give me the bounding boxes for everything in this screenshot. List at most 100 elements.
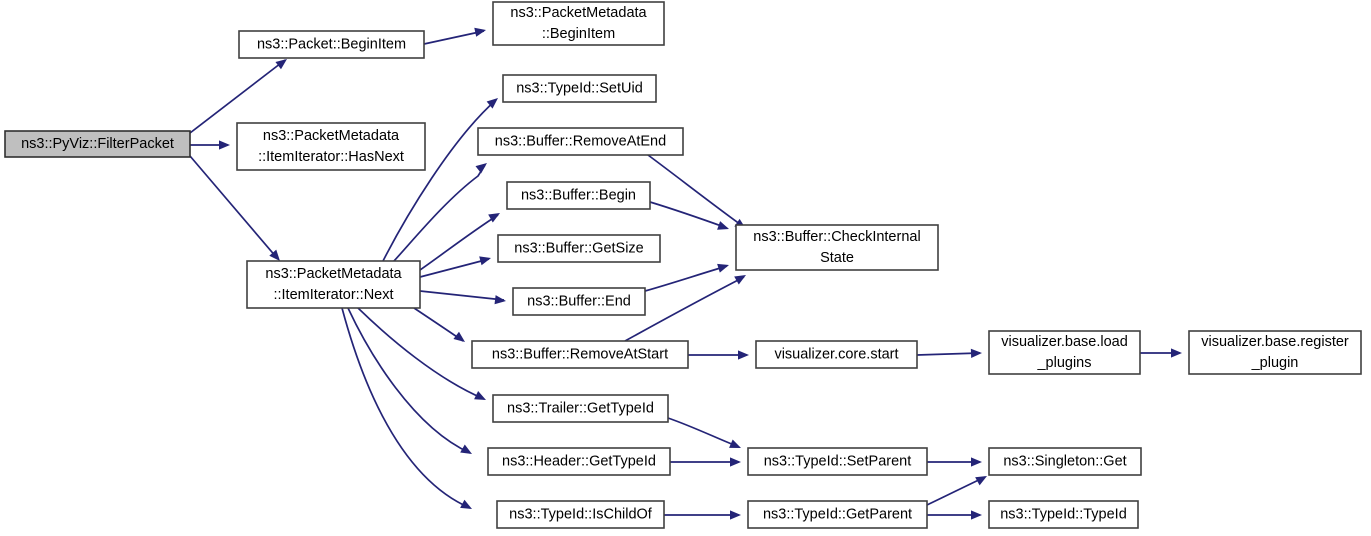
node-label: ::ItemIterator::HasNext	[258, 149, 404, 165]
arrowhead-icon	[717, 263, 729, 273]
graph-node-singleton_get[interactable]: ns3::Singleton::Get	[988, 447, 1142, 476]
call-edge	[341, 307, 471, 509]
arrowhead-icon	[730, 510, 741, 520]
call-edge	[347, 307, 471, 454]
node-box[interactable]	[502, 74, 657, 103]
arrowhead-icon	[486, 98, 498, 109]
call-edge	[624, 276, 745, 342]
node-label: ns3::TypeId::SetParent	[764, 453, 912, 469]
graph-node-viz_core_start[interactable]: visualizer.core.start	[755, 340, 918, 369]
call-edge	[419, 214, 499, 271]
graph-node-filter_packet[interactable]: ns3::PyViz::FilterPacket	[4, 130, 191, 158]
graph-node-typeid_setuid[interactable]: ns3::TypeId::SetUid	[502, 74, 657, 103]
node-box[interactable]	[735, 224, 939, 271]
node-label: ns3::Header::GetTypeId	[502, 453, 656, 469]
node-label: ns3::PacketMetadata	[265, 266, 402, 282]
node-box[interactable]	[988, 500, 1139, 529]
arrowhead-icon	[717, 221, 729, 230]
graph-node-packet_beginitem[interactable]: ns3::Packet::BeginItem	[238, 30, 425, 59]
call-edge	[393, 164, 486, 262]
arrowhead-icon	[474, 391, 486, 400]
call-edge	[647, 154, 745, 228]
node-box[interactable]	[497, 234, 661, 263]
call-edge	[667, 417, 740, 448]
arrowhead-icon	[275, 59, 287, 70]
arrowhead-icon	[729, 439, 741, 448]
node-label: visualizer.base.load	[1001, 334, 1128, 350]
node-box[interactable]	[246, 260, 421, 309]
node-box[interactable]	[236, 122, 426, 171]
node-box[interactable]	[238, 30, 425, 59]
arrowhead-icon	[453, 331, 465, 342]
arrowhead-icon	[730, 457, 741, 467]
node-label: State	[820, 250, 854, 266]
call-edge	[926, 476, 986, 506]
node-box[interactable]	[512, 287, 646, 316]
node-label: ns3::Packet::BeginItem	[257, 36, 406, 52]
node-box[interactable]	[747, 447, 928, 476]
node-box[interactable]	[988, 447, 1142, 476]
arrowhead-icon	[734, 275, 746, 285]
node-label: ns3::PacketMetadata	[263, 128, 400, 144]
arrowhead-icon	[494, 295, 506, 305]
node-label: _plugins	[1036, 355, 1091, 371]
arrowhead-icon	[479, 256, 491, 266]
node-label: ns3::Singleton::Get	[1003, 453, 1126, 469]
graph-node-header_gettypeid[interactable]: ns3::Header::GetTypeId	[487, 447, 671, 476]
arrowhead-icon	[975, 476, 987, 486]
graph-node-buffer_getsize[interactable]: ns3::Buffer::GetSize	[497, 234, 661, 263]
node-label: ns3::Buffer::RemoveAtStart	[492, 346, 668, 362]
node-label: ns3::TypeId::SetUid	[516, 80, 643, 96]
arrowhead-icon	[219, 140, 230, 150]
node-label: ns3::Buffer::RemoveAtEnd	[495, 133, 666, 149]
node-label: ns3::TypeId::IsChildOf	[509, 506, 653, 522]
node-box[interactable]	[747, 500, 928, 529]
call-edge	[916, 352, 981, 356]
call-edge	[189, 155, 278, 259]
graph-node-typeid_typeid[interactable]: ns3::TypeId::TypeId	[988, 500, 1139, 529]
graph-node-viz_register_plugin[interactable]: visualizer.base.register_plugin	[1188, 330, 1362, 375]
node-label: ns3::Trailer::GetTypeId	[507, 400, 654, 416]
arrowhead-icon	[970, 348, 982, 358]
graph-node-typeid_setparent[interactable]: ns3::TypeId::SetParent	[747, 447, 928, 476]
graph-node-typeid_ischildof[interactable]: ns3::TypeId::IsChildOf	[496, 500, 665, 529]
graph-node-pm_hasnext[interactable]: ns3::PacketMetadata::ItemIterator::HasNe…	[236, 122, 426, 171]
node-label: ns3::PacketMetadata	[510, 5, 647, 21]
arrowhead-icon	[269, 249, 280, 261]
node-box[interactable]	[496, 500, 665, 529]
node-label: ::BeginItem	[542, 26, 615, 42]
node-label: ::ItemIterator::Next	[273, 287, 393, 303]
graph-node-buffer_end[interactable]: ns3::Buffer::End	[512, 287, 646, 316]
node-box[interactable]	[471, 340, 689, 369]
node-box[interactable]	[755, 340, 918, 369]
arrowhead-icon	[475, 163, 487, 174]
graph-node-pm_next[interactable]: ns3::PacketMetadata::ItemIterator::Next	[246, 260, 421, 309]
node-label: _plugin	[1251, 355, 1299, 371]
node-label: ns3::PyViz::FilterPacket	[21, 136, 174, 152]
node-box[interactable]	[487, 447, 671, 476]
node-box[interactable]	[506, 181, 651, 210]
node-box[interactable]	[492, 1, 665, 46]
graph-node-buffer_begin[interactable]: ns3::Buffer::Begin	[506, 181, 651, 210]
call-edge	[382, 99, 497, 262]
graph-node-viz_load_plugins[interactable]: visualizer.base.load _plugins	[988, 330, 1141, 375]
call-edge	[423, 30, 485, 45]
node-label: ns3::TypeId::TypeId	[1000, 506, 1127, 522]
arrowheads-layer	[219, 27, 1182, 520]
node-box[interactable]	[4, 130, 191, 158]
arrowhead-icon	[971, 457, 982, 467]
graph-node-pm_beginitem[interactable]: ns3::PacketMetadata::BeginItem	[492, 1, 665, 46]
node-box[interactable]	[988, 330, 1141, 375]
call-edge	[419, 290, 505, 301]
node-box[interactable]	[1188, 330, 1362, 375]
graph-node-buffer_removeatstart[interactable]: ns3::Buffer::RemoveAtStart	[471, 340, 689, 369]
node-box[interactable]	[477, 127, 684, 156]
graph-node-buffer_removeatend[interactable]: ns3::Buffer::RemoveAtEnd	[477, 127, 684, 156]
node-box[interactable]	[492, 394, 669, 423]
graph-node-trailer_gettypeid[interactable]: ns3::Trailer::GetTypeId	[492, 394, 669, 423]
graph-node-typeid_getparent[interactable]: ns3::TypeId::GetParent	[747, 500, 928, 529]
call-edge	[357, 307, 485, 400]
